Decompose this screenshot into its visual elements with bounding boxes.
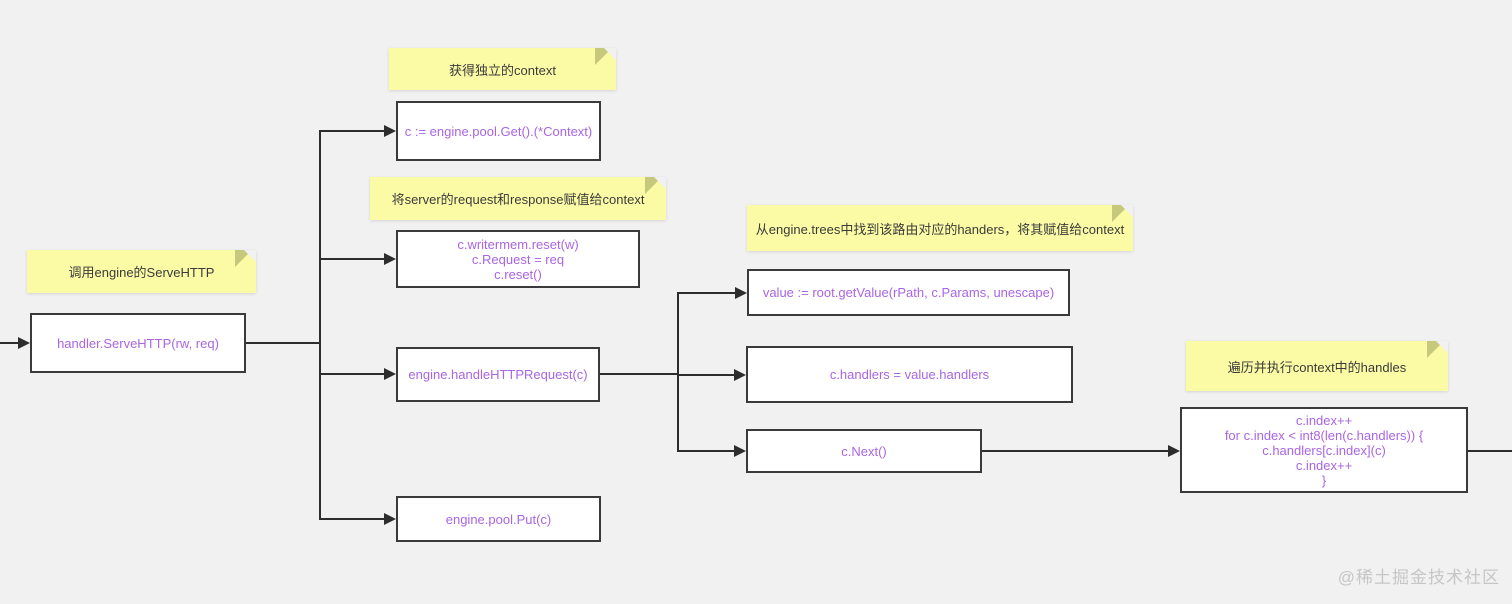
code-line: c.Request = req — [471, 251, 565, 267]
note-text: 调用engine的ServeHTTP — [68, 265, 215, 280]
arrow-head — [734, 445, 746, 457]
arrow-head — [384, 368, 396, 380]
code-line: value := root.getValue(rPath, c.Params, … — [762, 285, 1055, 300]
connector-branch-handle-request — [320, 373, 385, 375]
note-text: 将server的request和response赋值给context — [391, 192, 645, 207]
arrow-head — [384, 125, 396, 137]
watermark: @稀土掘金技术社区 — [1337, 568, 1500, 587]
code-line: c := engine.pool.Get().(*Context) — [404, 123, 593, 139]
code-line: c.handlers = value.handlers — [829, 367, 990, 382]
connector-trunk-2 — [677, 292, 679, 452]
code-line: c.reset() — [494, 266, 542, 282]
arrow-head — [384, 513, 396, 525]
note-get-context: 获得独立的context — [389, 48, 616, 90]
code-line: for c.index < int8(len(c.handlers)) { — [1224, 427, 1424, 443]
code-line: engine.pool.Put(c) — [445, 511, 552, 527]
connector-entry-line — [0, 342, 19, 344]
node-pool-get: c := engine.pool.Get().(*Context) — [396, 101, 601, 161]
arrow-head — [384, 253, 396, 265]
connector-loop-out — [1468, 450, 1512, 452]
connector-branch-get-value — [678, 292, 736, 294]
connector-handle-request-out — [600, 373, 679, 375]
node-assign-handlers: c.handlers = value.handlers — [746, 346, 1073, 403]
note-text: 从engine.trees中找到该路由对应的handers，将其赋值给conte… — [755, 221, 1125, 237]
node-handler-loop: c.index++ for c.index < int8(len(c.handl… — [1180, 407, 1468, 493]
node-handler-servehttp: handler.ServeHTTP(rw, req) — [30, 313, 246, 373]
code-line: c.index++ — [1295, 412, 1353, 428]
note-call-servehttp: 调用engine的ServeHTTP — [27, 250, 256, 293]
code-line: c.writermem.reset(w) — [457, 236, 579, 252]
arrow-head — [18, 337, 30, 349]
code-line: engine.handleHTTPRequest(c) — [408, 367, 588, 382]
node-pool-put: engine.pool.Put(c) — [396, 496, 601, 542]
connector-next-to-loop — [982, 450, 1169, 452]
node-reset-context: c.writermem.reset(w) c.Request = req c.r… — [396, 230, 640, 288]
node-next: c.Next() — [746, 429, 982, 473]
note-text: 遍历并执行context中的handles — [1227, 359, 1407, 375]
note-text: 获得独立的context — [449, 62, 556, 78]
code-line: } — [1321, 472, 1327, 488]
connector-branch-pool-put — [320, 518, 385, 520]
connector-trunk-1 — [319, 130, 321, 520]
code-line: handler.ServeHTTP(rw, req) — [57, 335, 219, 351]
connector-branch-reset — [320, 258, 385, 260]
node-handle-http-request: engine.handleHTTPRequest(c) — [396, 347, 600, 402]
connector-servehttp-out — [246, 342, 321, 344]
connector-branch-pool-get — [320, 130, 385, 132]
code-line: c.Next() — [841, 443, 887, 459]
note-assign-request-response: 将server的request和response赋值给context — [370, 177, 666, 220]
code-line: c.index++ — [1295, 457, 1353, 473]
node-get-value: value := root.getValue(rPath, c.Params, … — [747, 269, 1070, 316]
arrow-head — [735, 287, 747, 299]
arrow-head — [734, 369, 746, 381]
arrow-head — [1168, 445, 1180, 457]
note-execute-handles: 遍历并执行context中的handles — [1186, 341, 1448, 391]
connector-branch-assign-handlers — [678, 374, 735, 376]
note-find-handlers: 从engine.trees中找到该路由对应的handers，将其赋值给conte… — [747, 205, 1133, 251]
connector-branch-next — [678, 450, 735, 452]
code-line: c.handlers[c.index](c) — [1262, 442, 1386, 458]
